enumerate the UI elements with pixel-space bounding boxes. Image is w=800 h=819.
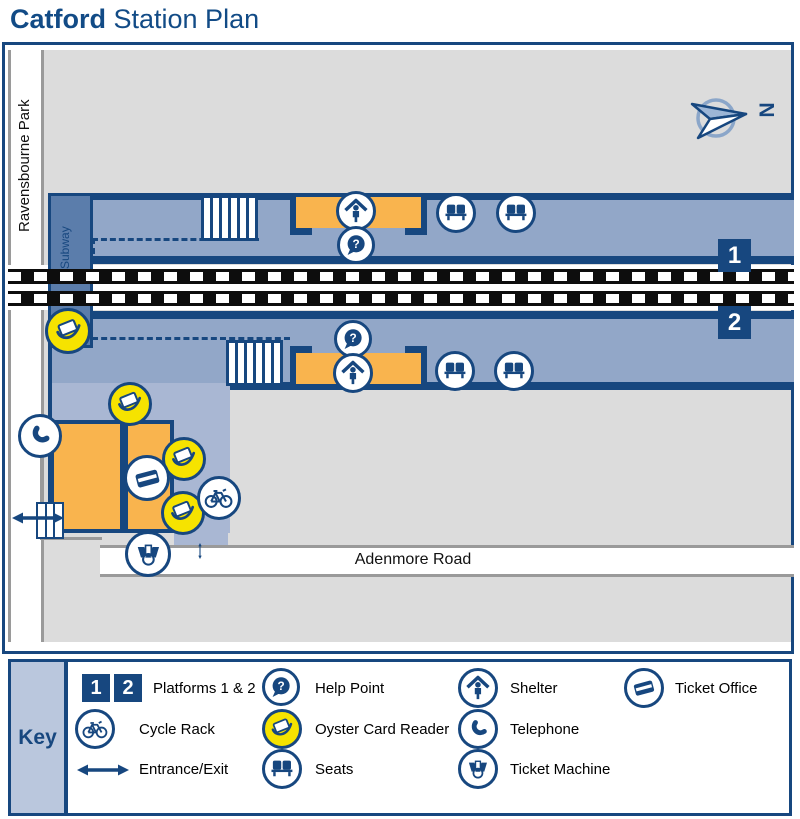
sidewalk-edge-vertical	[40, 425, 43, 537]
key-platform-2-badge: 2	[114, 674, 142, 702]
station-name: Catford	[10, 4, 106, 34]
key-panel: Key 1 2 Platforms 1 & 2 ? Help Point She…	[8, 659, 792, 816]
telephone-icon	[18, 414, 62, 458]
sidewalk-edge-horizontal	[40, 537, 102, 540]
key-platform-1-badge: 1	[82, 674, 110, 702]
rail-track-1	[8, 269, 794, 284]
shelter-icon	[336, 191, 376, 231]
svg-text:?: ?	[349, 331, 356, 345]
rail-track-2	[8, 291, 794, 306]
ticket-office-icon	[124, 455, 170, 501]
street-ravensbourne-park	[8, 50, 44, 642]
ticket-machine-icon	[458, 749, 498, 789]
svg-text:?: ?	[352, 237, 359, 251]
stairs-platform-2	[226, 340, 283, 386]
platform-2-badge: 2	[718, 306, 751, 339]
subway-passage-dashed-p1-turn	[92, 238, 95, 264]
shelter-icon	[333, 353, 373, 393]
platform-1-badge: 1	[718, 239, 751, 272]
key-label-shelter: Shelter	[510, 680, 558, 697]
key-label-cycle-rack: Cycle Rack	[139, 721, 215, 738]
key-label-platforms: Platforms 1 & 2	[153, 680, 256, 697]
help-point-icon: ?	[262, 668, 300, 706]
stairs-platform-1	[201, 195, 258, 241]
key-label-seats: Seats	[315, 761, 354, 778]
seats-icon	[494, 351, 534, 391]
svg-text:?: ?	[277, 679, 284, 693]
help-point-icon: ?	[337, 226, 375, 264]
key-label-help-point: Help Point	[315, 680, 385, 697]
key-label-entrance-exit: Entrance/Exit	[139, 761, 229, 778]
page-title: Catford Station Plan	[10, 4, 260, 34]
seats-icon	[262, 749, 302, 789]
cycle-rack-icon	[75, 709, 115, 749]
key-label-telephone: Telephone	[510, 721, 580, 738]
oyster-card-reader-icon	[108, 382, 152, 426]
entrance-exit-icon	[77, 762, 129, 778]
key-label-ticket-machine: Ticket Machine	[510, 761, 611, 778]
compass-north-label: N	[754, 102, 778, 118]
telephone-icon	[458, 709, 498, 749]
station-map: Ravensbourne Park Adenmore Road Subway	[2, 42, 794, 654]
key-heading: Key	[18, 725, 57, 749]
seats-icon	[436, 193, 476, 233]
compass: N	[684, 86, 778, 158]
shelter-icon	[458, 668, 498, 708]
compass-arrow-icon	[690, 98, 748, 140]
street-label-ravensbourne-park: Ravensbourne Park	[16, 99, 33, 232]
ticket-machine-icon	[125, 531, 171, 577]
cycle-rack-icon	[197, 476, 241, 520]
seats-icon	[435, 351, 475, 391]
key-heading-cell: Key	[11, 662, 68, 813]
street-label-adenmore-road: Adenmore Road	[354, 551, 472, 568]
oyster-card-reader-icon	[262, 709, 302, 749]
street-adenmore-road	[100, 545, 794, 577]
key-label-ticket-office: Ticket Office	[675, 680, 758, 697]
seats-icon	[496, 193, 536, 233]
entrance-exit-arrow-south	[197, 543, 203, 559]
help-point-icon: ?	[334, 320, 372, 358]
key-label-oyster: Oyster Card Reader	[315, 721, 450, 738]
ticket-office-icon	[624, 668, 664, 708]
oyster-card-reader-icon	[45, 308, 91, 354]
subway-passage-dashed-p2	[92, 337, 290, 340]
walkway-to-road	[174, 533, 228, 546]
oyster-card-reader-icon	[161, 491, 205, 535]
entrance-exit-arrow-west	[12, 510, 64, 526]
subway-passage-dashed-p1	[92, 238, 259, 241]
